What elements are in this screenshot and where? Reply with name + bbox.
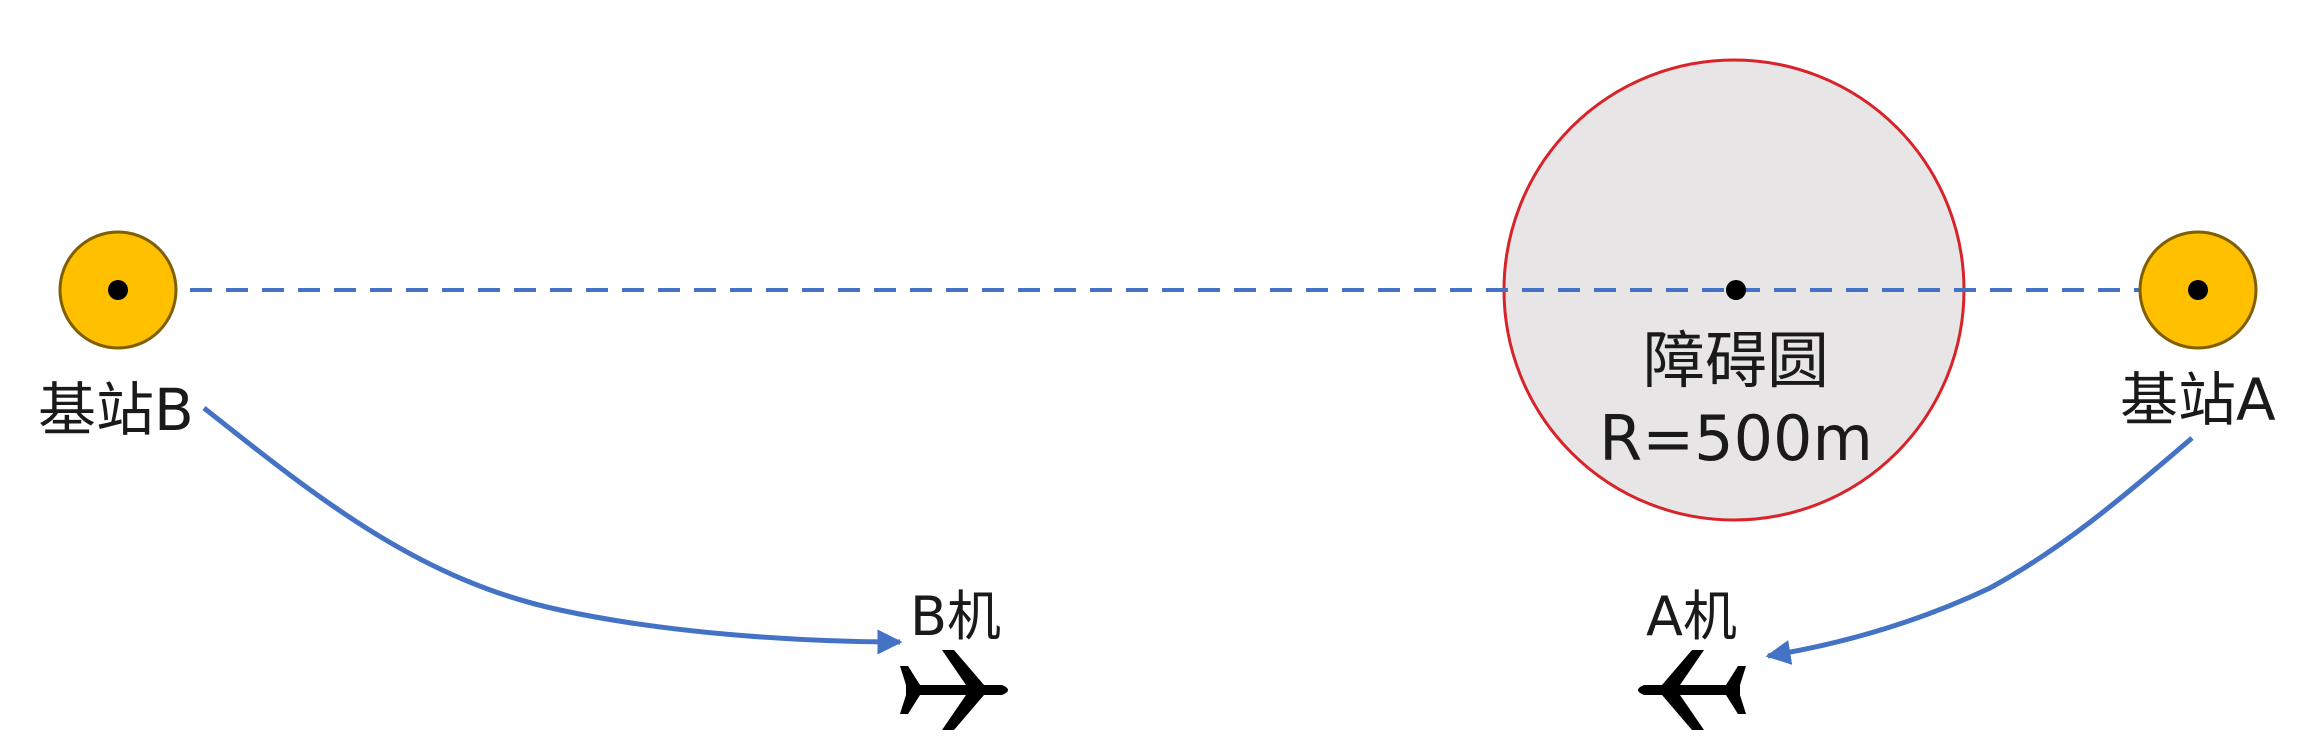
station-a-center-dot <box>2188 280 2208 300</box>
station-b-center-dot <box>108 280 128 300</box>
obstacle-title: 障碍圆 <box>1643 324 1829 397</box>
plane-a-label: A机 <box>1646 585 1737 648</box>
station-a-label: 基站A <box>2120 366 2276 434</box>
obstacle-center-dot <box>1726 280 1746 300</box>
trajectory-a-arrow <box>1765 436 2194 665</box>
airplane-icon <box>900 650 1008 730</box>
plane-b-label: B机 <box>910 585 1001 648</box>
trajectory-b-arrow <box>202 406 903 655</box>
obstacle-radius-label: R=500m <box>1599 402 1873 475</box>
station-a <box>2138 230 2258 350</box>
station-b <box>58 230 178 350</box>
airplane-icon <box>1638 650 1746 730</box>
station-b-label: 基站B <box>38 376 194 444</box>
